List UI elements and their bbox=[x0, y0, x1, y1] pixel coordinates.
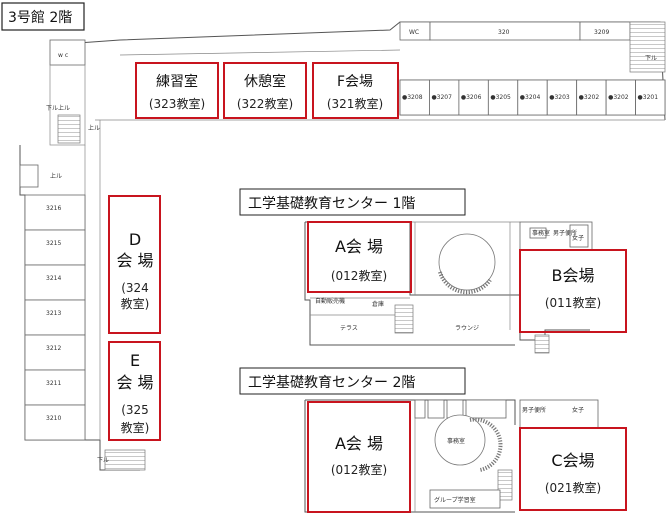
venue-d-room1: (324 bbox=[121, 281, 149, 295]
left-room bbox=[24, 299, 86, 336]
floor1-a-title: A会 場 bbox=[335, 237, 383, 256]
stairs-left bbox=[57, 114, 81, 144]
floor2-plan: 事務室 男子便所 女子 グループ学習室 bbox=[304, 399, 599, 513]
top-room-label: ●3202 bbox=[608, 94, 629, 101]
venue-renshu-room: (323教室) bbox=[149, 96, 205, 111]
venue-kyukei-room: (322教室) bbox=[237, 96, 293, 111]
f1-label-office: 事務室 bbox=[532, 229, 550, 237]
top-room-label: ●3205 bbox=[490, 94, 511, 101]
f2-label-mens: 男子便所 bbox=[522, 406, 546, 414]
top-room-label: ●3203 bbox=[549, 94, 570, 101]
top-room bbox=[546, 79, 578, 116]
top-wing: WC 320 3209 下ル ●3208 ●3207 ●3206 ●3205 ●3204… bbox=[49, 21, 666, 121]
room-320-label: 320 bbox=[498, 29, 510, 36]
left-room-label: 3213 bbox=[46, 310, 61, 317]
left-room-label: 3210 bbox=[46, 415, 61, 422]
f1-label-storage: 倉庫 bbox=[372, 300, 384, 308]
top-room-label: ●3206 bbox=[461, 94, 482, 101]
top-room-row: ●3208 ●3207 ●3206 ●3205 ●3204 ●3203 ●3202 ●3202… bbox=[399, 79, 666, 116]
top-room bbox=[605, 79, 636, 116]
top-room-label: ●3207 bbox=[431, 94, 452, 101]
venue-kyukei[interactable]: 休憩室 (322教室) bbox=[223, 62, 307, 119]
f2-label-womens: 女子 bbox=[572, 406, 584, 414]
top-room bbox=[429, 79, 460, 116]
stair-label-3: 上ル bbox=[50, 172, 62, 180]
left-room-label: 3216 bbox=[46, 205, 61, 212]
venue-kyukei-name: 休憩室 bbox=[244, 73, 286, 90]
floor1-a-room: (012教室) bbox=[331, 268, 387, 283]
floor2-a-title: A会 場 bbox=[335, 434, 383, 453]
venue-e-kai: 会 場 bbox=[116, 373, 153, 392]
venue-d-room2: 教室) bbox=[121, 296, 150, 311]
top-room-label: ●3202 bbox=[579, 94, 600, 101]
floor1-venue-a[interactable]: A会 場 (012教室) bbox=[307, 221, 412, 293]
f1-label-terrace: テラス bbox=[340, 325, 358, 332]
floor2-venue-c[interactable]: C会場 (021教室) bbox=[519, 427, 627, 511]
floor2-c-title: C会場 bbox=[551, 451, 594, 470]
left-room bbox=[24, 229, 86, 266]
floor2-a-room: (012教室) bbox=[331, 462, 387, 477]
left-room bbox=[24, 334, 86, 371]
left-room-label: 3215 bbox=[46, 240, 61, 247]
floor1-title-box bbox=[239, 188, 466, 216]
venue-renshu-name: 練習室 bbox=[156, 73, 198, 90]
top-room-label: ●3201 bbox=[638, 94, 659, 101]
top-room bbox=[517, 79, 548, 116]
left-room bbox=[24, 369, 86, 406]
floor2-title: 工学基礎教育センター 2階 bbox=[248, 374, 415, 391]
floor2-c-room: (021教室) bbox=[545, 480, 601, 495]
left-room-column: 3216 3215 3214 3213 3212 3211 3210 bbox=[24, 194, 86, 441]
room-3209-label: 3209 bbox=[594, 29, 609, 36]
venue-f-room: (321教室) bbox=[327, 96, 383, 111]
top-room bbox=[576, 79, 607, 116]
f1-label-vending: 自動販売機 bbox=[315, 297, 345, 305]
f1-label-mens: 男子便所 bbox=[553, 229, 577, 237]
top-room bbox=[635, 79, 666, 116]
floor1-b-room: (011教室) bbox=[545, 295, 601, 310]
stairs-bottom-left bbox=[104, 449, 146, 471]
venue-d[interactable]: D 会 場 (324 教室) bbox=[108, 195, 161, 334]
top-room bbox=[399, 79, 430, 116]
left-room bbox=[24, 194, 86, 231]
venue-d-kai: 会 場 bbox=[116, 251, 153, 270]
top-room-label: ●3204 bbox=[520, 94, 541, 101]
left-room-label: 3212 bbox=[46, 345, 61, 352]
f1-label-lounge: ラウンジ bbox=[455, 324, 479, 332]
venue-renshu[interactable]: 練習室 (323教室) bbox=[135, 62, 219, 119]
floor1-venue-b[interactable]: B会場 (011教室) bbox=[519, 249, 627, 333]
floor2-venue-a[interactable]: A会 場 (012教室) bbox=[307, 401, 411, 513]
floor1-title: 工学基礎教育センター 1階 bbox=[248, 195, 415, 212]
left-room bbox=[24, 264, 86, 301]
venue-d-letter: D bbox=[129, 230, 141, 249]
venue-f[interactable]: F会場 (321教室) bbox=[312, 62, 399, 119]
left-room-label: 3211 bbox=[46, 380, 61, 387]
top-room bbox=[487, 79, 519, 116]
venue-f-name: F会場 bbox=[337, 74, 373, 90]
stair-top-label: 下ル bbox=[645, 55, 657, 62]
stair-label-1: 下ル上ル bbox=[46, 104, 70, 112]
venue-e-room2: 教室) bbox=[121, 420, 150, 435]
stairs-top-right bbox=[629, 21, 666, 73]
building-label: 3号館 2階 bbox=[8, 9, 72, 26]
top-room-label: ●3208 bbox=[402, 94, 423, 101]
stair-label-2: 上ル bbox=[88, 124, 100, 132]
venue-e[interactable]: E 会 場 (325 教室) bbox=[108, 341, 161, 441]
f2-label-group: グループ学習室 bbox=[434, 496, 476, 504]
left-room-label: 3214 bbox=[46, 275, 61, 282]
floor2-title-box bbox=[239, 367, 466, 395]
top-room bbox=[458, 79, 489, 116]
venue-e-room1: (325 bbox=[121, 403, 149, 417]
left-wing: w c 下ル上ル 上ル 上ル 3216321532143213321232113… bbox=[19, 39, 146, 471]
venue-e-letter: E bbox=[130, 351, 140, 370]
left-room bbox=[24, 404, 86, 441]
floor1-b-title: B会場 bbox=[552, 266, 595, 285]
wc-left-label: w c bbox=[58, 52, 68, 59]
building-label-box bbox=[1, 2, 85, 31]
wc-right-label: WC bbox=[409, 29, 419, 36]
f1-label-womens: 女子 bbox=[572, 234, 584, 242]
left-bottom-label: 下ル bbox=[97, 457, 109, 464]
f2-label-office: 事務室 bbox=[447, 437, 465, 445]
